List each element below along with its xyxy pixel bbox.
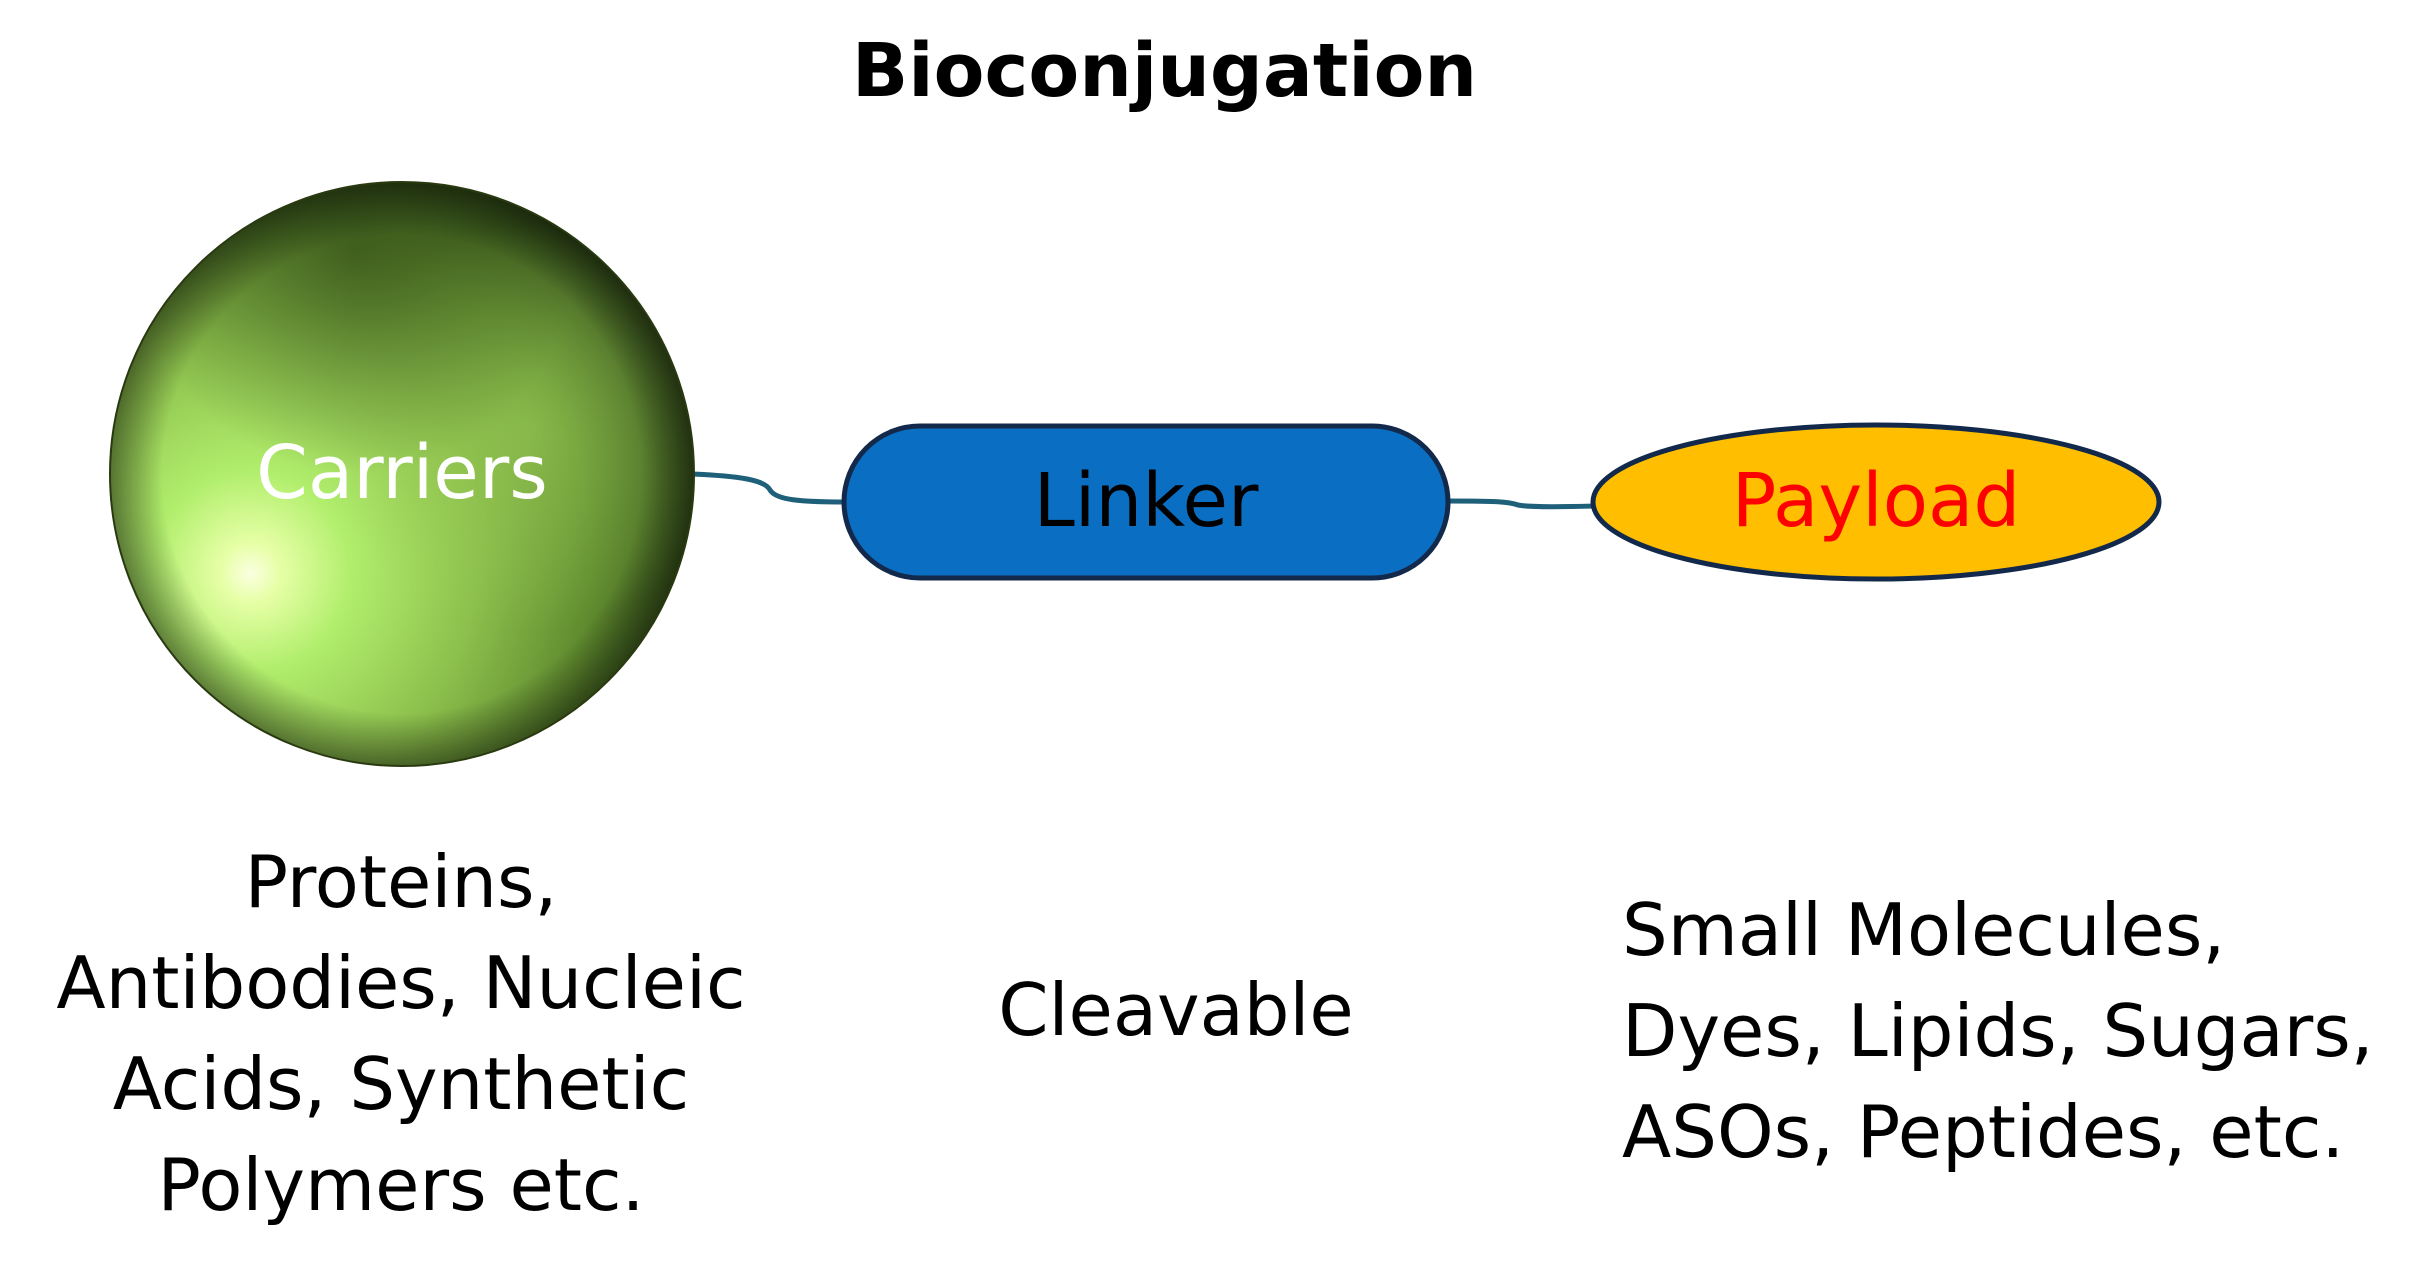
connector-linker-payload bbox=[1447, 498, 1595, 510]
linker-description-line: Cleavable bbox=[998, 968, 1354, 1052]
linker-shape bbox=[841, 423, 1451, 581]
carrier-sphere bbox=[109, 181, 695, 767]
payload-description-line: Dyes, Lipids, Sugars, bbox=[1622, 989, 2374, 1073]
carrier-description-line: Acids, Synthetic bbox=[112, 1042, 690, 1126]
payload-label: Payload bbox=[1731, 458, 2021, 544]
payload-description-line: ASOs, Peptides, etc. bbox=[1622, 1090, 2345, 1174]
payload-description: Small Molecules, Dyes, Lipids, Sugars, A… bbox=[1580, 880, 2414, 1183]
connector-carrier-linker bbox=[691, 471, 847, 505]
payload-shape bbox=[1590, 422, 2162, 582]
diagram-title: Bioconjugation bbox=[851, 28, 1478, 114]
payload-description-line: Small Molecules, bbox=[1622, 888, 2226, 972]
carrier-description-line: Antibodies, Nucleic bbox=[56, 941, 746, 1025]
carrier-description-line: Proteins, bbox=[244, 840, 558, 924]
linker-description: Cleavable bbox=[876, 960, 1476, 1061]
carrier-description-line: Polymers etc. bbox=[157, 1143, 645, 1227]
carrier-label: Carriers bbox=[256, 430, 548, 516]
carrier-description: Proteins, Antibodies, Nucleic Acids, Syn… bbox=[0, 832, 802, 1236]
linker-label: Linker bbox=[1033, 458, 1259, 544]
